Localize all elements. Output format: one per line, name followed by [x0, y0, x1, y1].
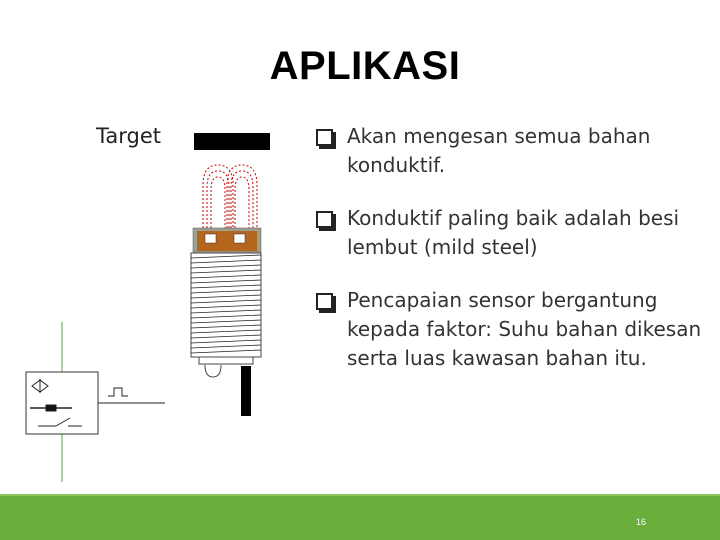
sensor-cable [241, 366, 251, 416]
sensor-threads [190, 254, 262, 354]
bullet-text: Pencapaian sensor bergantung kepada fakt… [347, 288, 702, 370]
page-number: 16 [636, 517, 647, 527]
checkbox-square-icon [316, 293, 333, 310]
bullet-list: Akan mengesan semua bahan konduktif. Kon… [316, 122, 716, 397]
sensor-led [204, 364, 222, 378]
slide-title: APLIKASI [269, 44, 461, 88]
bullet-item: Konduktif paling baik adalah besi lembut… [316, 204, 716, 262]
target-label: Target [96, 124, 161, 148]
bullet-text: Akan mengesan semua bahan konduktif. [347, 124, 651, 177]
proximity-switch-symbol-icon [25, 322, 165, 482]
footer-bar [0, 496, 720, 540]
sensor-coil-right [233, 233, 246, 244]
footer-accent [0, 494, 720, 497]
bullet-item: Pencapaian sensor bergantung kepada fakt… [316, 286, 716, 373]
target-plate [194, 133, 270, 150]
bullet-text: Konduktif paling baik adalah besi lembut… [347, 206, 680, 259]
checkbox-square-icon [316, 211, 333, 228]
bullet-item: Akan mengesan semua bahan konduktif. [316, 122, 716, 180]
sensor-base [198, 356, 254, 365]
checkbox-square-icon [316, 129, 333, 146]
field-lines-icon [202, 164, 258, 228]
sensor-coil-left [204, 233, 217, 244]
